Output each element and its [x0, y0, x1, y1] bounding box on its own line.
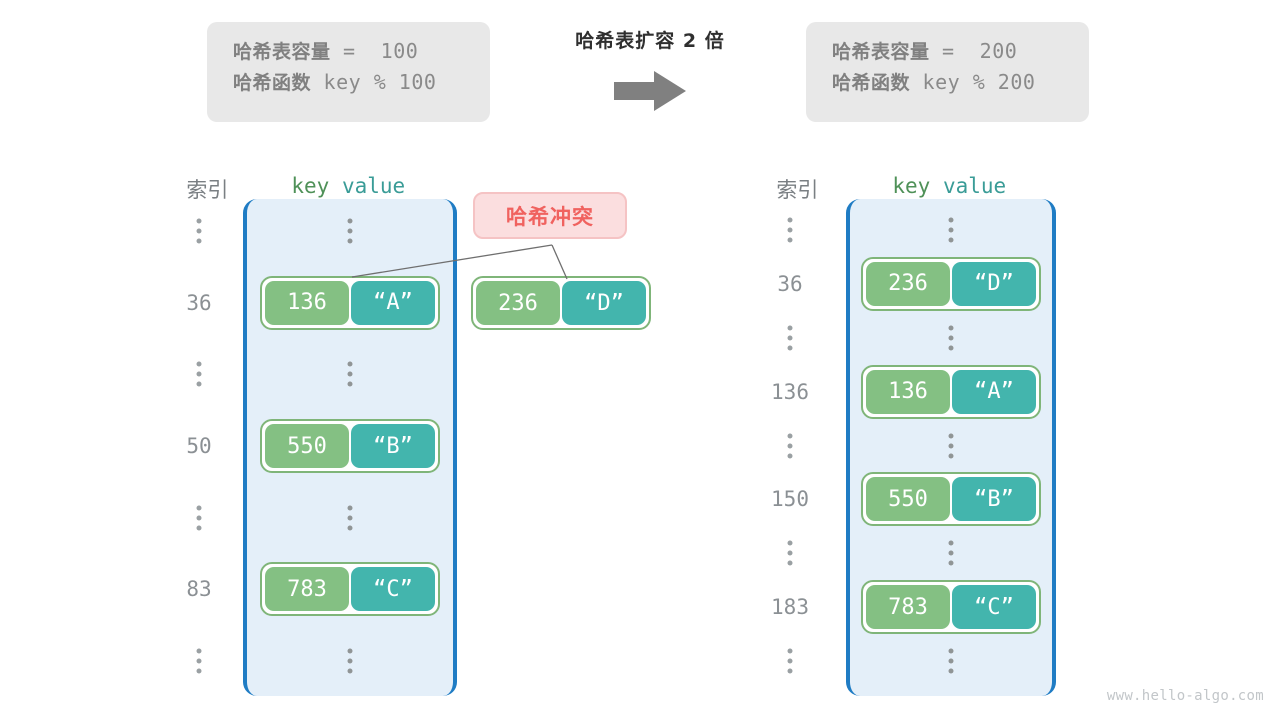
left-hash-table-info: 哈希表容量 = 100 哈希函数 key % 100: [207, 22, 490, 122]
hash-entry-key: 236: [866, 261, 950, 306]
hash-collision-label: 哈希冲突: [506, 204, 594, 229]
index-label: 36: [777, 271, 803, 296]
hash-collision-badge: 哈希冲突: [473, 192, 627, 239]
vertical-ellipsis-icon: [787, 433, 793, 458]
right-key-header-label: key: [892, 174, 931, 198]
vertical-ellipsis-icon: [787, 325, 793, 351]
index-label: 50: [186, 434, 212, 458]
vertical-ellipsis-icon: [196, 505, 202, 531]
left-index-header: 索引: [173, 150, 228, 204]
vertical-ellipsis-icon: [196, 361, 202, 387]
expansion-title: 哈希表扩容 2 倍: [575, 30, 725, 52]
vertical-ellipsis-icon: [787, 540, 793, 566]
colliding-entry[interactable]: 236 “D”: [471, 276, 651, 330]
hash-entry-value: “C”: [351, 567, 435, 612]
hash-entry[interactable]: 783“C”: [260, 562, 440, 617]
index-label: 150: [771, 487, 809, 512]
expansion-annotation: 哈希表扩容 2 倍: [530, 26, 770, 111]
left-value-header-label: value: [341, 174, 406, 198]
right-capacity-label: 哈希表容量: [832, 41, 930, 63]
vertical-ellipsis-icon: [196, 218, 202, 244]
vertical-ellipsis-icon: [948, 325, 954, 351]
vertical-ellipsis-icon: [347, 648, 353, 674]
hash-entry-value: “A”: [952, 369, 1036, 414]
hash-entry[interactable]: 236“D”: [861, 256, 1041, 311]
vertical-ellipsis-icon: [787, 648, 793, 674]
vertical-ellipsis-icon: [196, 648, 202, 674]
watermark: www.hello-algo.com: [1106, 688, 1264, 704]
left-function-label: 哈希函数: [233, 72, 312, 95]
hash-entry-key: 136: [866, 369, 950, 414]
hash-entry[interactable]: 136“A”: [260, 275, 440, 330]
right-capacity-line: 哈希表容量 = 200: [832, 36, 1063, 67]
right-function-line: 哈希函数 key % 200: [832, 67, 1063, 98]
vertical-ellipsis-icon: [948, 433, 954, 458]
left-capacity-label: 哈希表容量: [233, 41, 331, 63]
hash-entry-value: “C”: [952, 585, 1036, 630]
index-label: 136: [771, 379, 809, 404]
left-capacity-value: = 100: [330, 39, 419, 63]
right-value-header-label: value: [942, 174, 1007, 198]
vertical-ellipsis-icon: [948, 648, 954, 674]
left-key-header-label: key: [291, 174, 330, 198]
right-capacity-value: = 200: [929, 39, 1018, 63]
right-hash-table-info: 哈希表容量 = 200 哈希函数 key % 200: [806, 22, 1089, 122]
vertical-ellipsis-icon: [948, 540, 954, 566]
hash-entry-value: “B”: [952, 477, 1036, 522]
left-function-line: 哈希函数 key % 100: [233, 67, 464, 98]
right-function-label: 哈希函数: [832, 72, 911, 95]
colliding-entry-value: “D”: [562, 281, 646, 325]
hash-entry-key: 136: [265, 280, 349, 325]
vertical-ellipsis-icon: [347, 361, 353, 387]
left-function-value: key % 100: [311, 70, 437, 95]
index-label: 183: [771, 595, 809, 620]
right-keyvalue-header: key value: [879, 150, 1006, 198]
index-label: 36: [186, 290, 212, 315]
hash-entry[interactable]: 550“B”: [260, 419, 440, 473]
arrow-right-icon: [614, 71, 686, 111]
hash-entry-key: 783: [265, 567, 349, 612]
right-function-value: key % 200: [910, 70, 1036, 95]
left-keyvalue-header: key value: [278, 150, 405, 198]
hash-entry[interactable]: 136“A”: [861, 364, 1041, 419]
vertical-ellipsis-icon: [347, 218, 353, 244]
left-capacity-line: 哈希表容量 = 100: [233, 36, 464, 67]
vertical-ellipsis-icon: [948, 217, 954, 243]
hash-entry-value: “B”: [351, 424, 435, 468]
vertical-ellipsis-icon: [347, 505, 353, 531]
hash-entry-key: 783: [866, 585, 950, 630]
hash-entry[interactable]: 550“B”: [861, 472, 1041, 527]
right-index-header-label: 索引: [776, 178, 819, 202]
hash-entry-key: 550: [265, 424, 349, 468]
hash-entry-key: 550: [866, 477, 950, 522]
vertical-ellipsis-icon: [787, 217, 793, 243]
left-index-header-label: 索引: [186, 178, 229, 202]
hash-entry[interactable]: 783“C”: [861, 580, 1041, 635]
hash-entry-value: “D”: [952, 261, 1036, 306]
index-label: 83: [186, 577, 212, 602]
right-index-header: 索引: [763, 150, 818, 204]
hash-entry-value: “A”: [351, 280, 435, 325]
colliding-entry-key: 236: [476, 281, 560, 325]
